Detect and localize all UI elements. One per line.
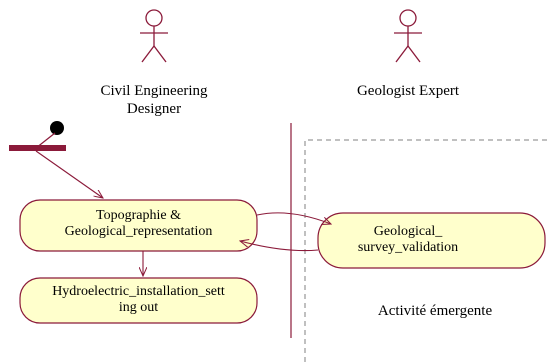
initial-node	[50, 121, 64, 135]
actor-geologist-expert-icon	[394, 9, 422, 63]
activity-topographie-shape	[19, 199, 258, 252]
activity-topographie-line2: Geological_representation	[64, 224, 213, 239]
activity-hydroelectric-line2: ing out	[118, 300, 159, 315]
actor-label-line2: Designer	[126, 101, 182, 117]
transition-fork-to-topographie	[35, 150, 103, 198]
activity-geological-survey-line1: Geological_	[373, 224, 443, 239]
emergent-region-label: Activité émergente	[377, 303, 493, 319]
transition-topographie-to-geological	[256, 212, 331, 224]
actor-label-geologist-expert: Geologist Expert	[328, 82, 488, 100]
activity-hydroelectric-line1: Hydroelectric_installation_sett	[52, 284, 225, 299]
actor-label-line1: Civil Engineering	[100, 83, 208, 99]
activity-topographie-label: Topographie & Geological_representation	[24, 208, 253, 240]
emergent-activity-region	[304, 139, 547, 362]
fork-bar	[9, 145, 66, 151]
actor-label-line1: Geologist Expert	[356, 83, 460, 99]
transition-geological-to-topographie	[240, 241, 319, 252]
activity-hydroelectric-shape	[19, 277, 258, 324]
activity-geological-survey-shape	[317, 212, 546, 269]
activity-geological-survey-line2: survey_validation	[357, 240, 459, 255]
activity-topographie-line1: Topographie &	[96, 208, 181, 223]
actor-civil-engineering-designer-icon	[140, 9, 168, 63]
activity-geological-survey-label: Geological_ survey_validation	[318, 224, 498, 256]
actor-label-civil-engineering-designer: Civil Engineering Designer	[74, 82, 234, 118]
activity-hydroelectric-label: Hydroelectric_installation_sett ing out	[24, 284, 253, 316]
